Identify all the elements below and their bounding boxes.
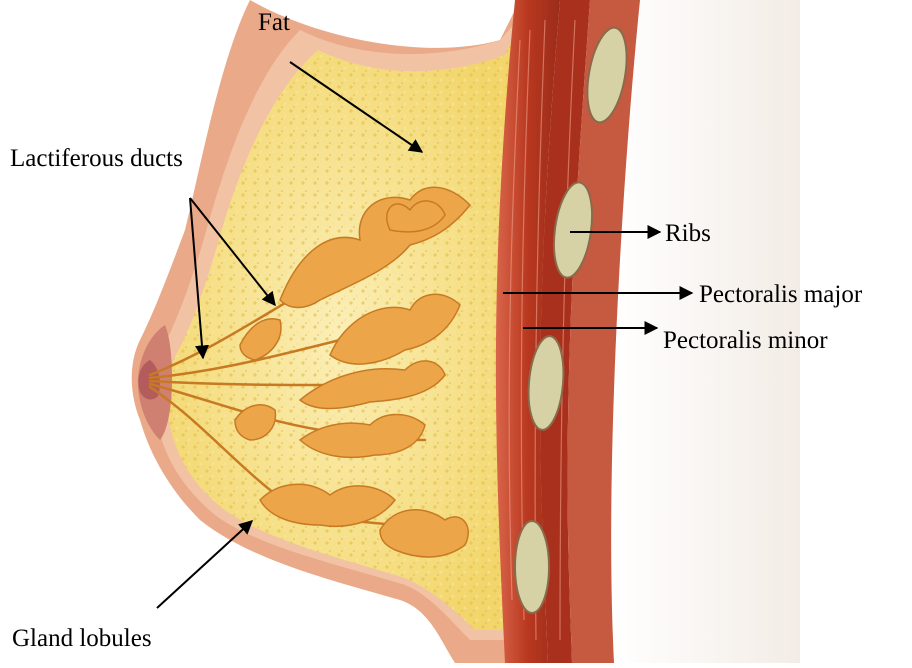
- pectoralis-major-label: Pectoralis major: [699, 282, 862, 307]
- pectoralis-minor-label: Pectoralis minor: [663, 328, 828, 353]
- ribs-label: Ribs: [665, 221, 711, 246]
- fat-label: Fat: [258, 10, 290, 35]
- rib-4: [515, 521, 549, 613]
- lobule-7: [380, 510, 468, 557]
- gland-lobules-label: Gland lobules: [12, 626, 152, 651]
- arrow-gland-lobules: [157, 521, 252, 608]
- lactiferous-ducts-label: Lactiferous ducts: [10, 146, 183, 171]
